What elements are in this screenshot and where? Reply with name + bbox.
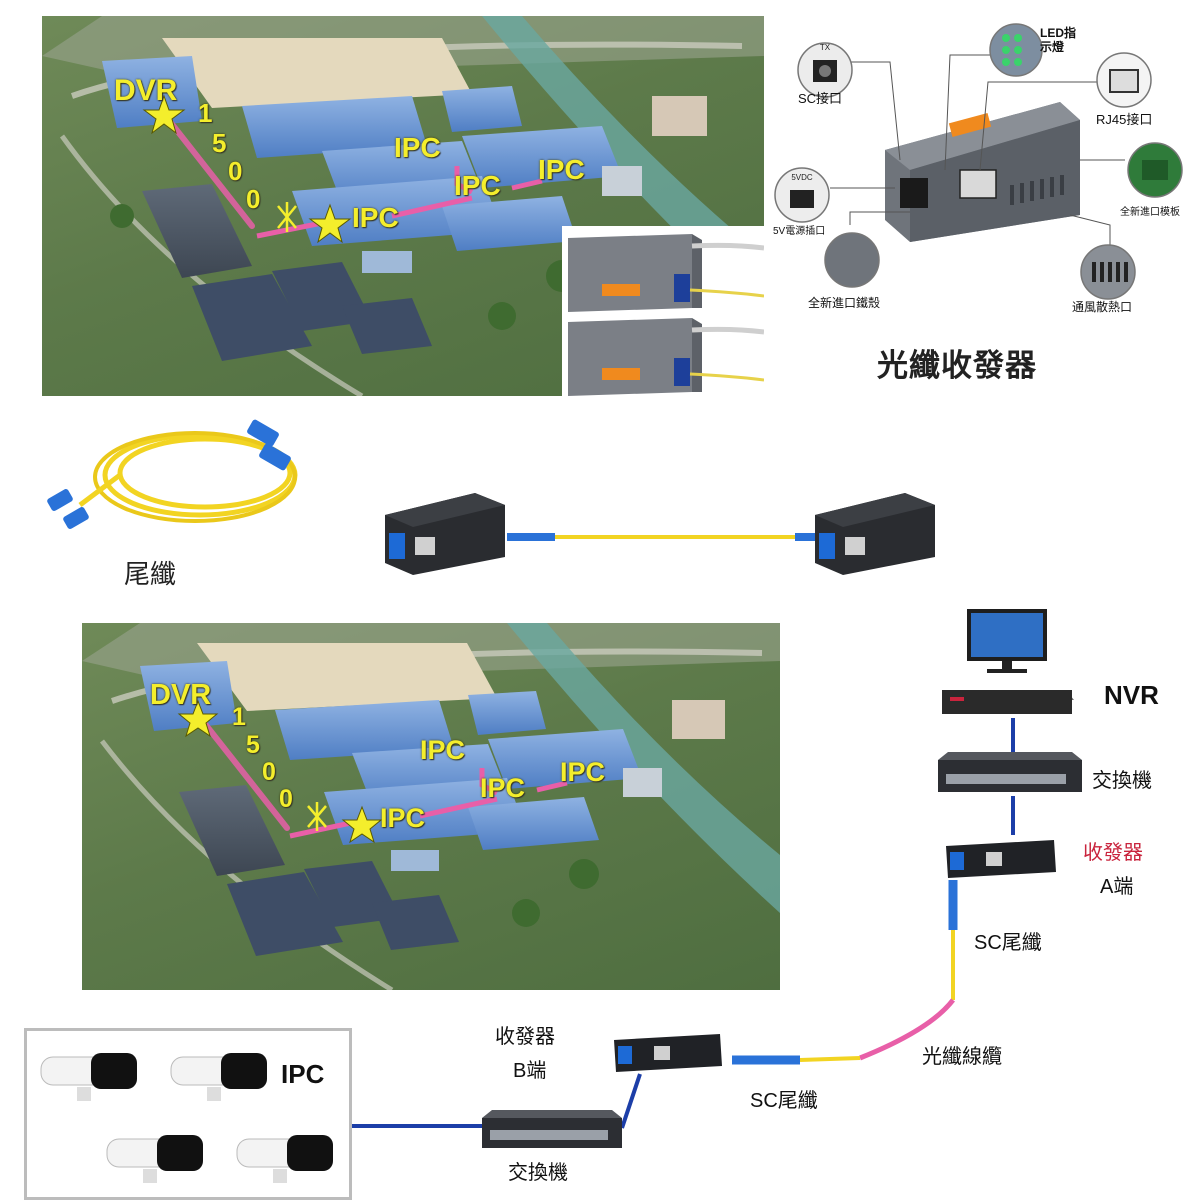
map-label-distance-0a: 0	[228, 156, 243, 186]
switch-bottom-label: 交換機	[508, 1162, 568, 1184]
map-label-ipc-1-bottom: IPC	[380, 803, 426, 833]
map-label-ipc-4-bottom: IPC	[560, 757, 606, 787]
camera-icon-2	[170, 1053, 267, 1101]
patch-cord-label: 尾纖	[124, 559, 177, 589]
transceiver-b-label-line1: 收發器	[495, 1026, 555, 1048]
switch-top-label: 交換機	[1092, 770, 1152, 792]
sc-pigtail-a-label: SC尾纖	[974, 932, 1042, 954]
map-label-distance-5: 5	[212, 128, 227, 158]
star-ipc	[308, 203, 352, 244]
aerial-map-top-graphic	[42, 16, 764, 396]
star-dvr-bottom	[177, 699, 219, 738]
star-dvr	[142, 94, 186, 135]
callout-led: LED指示燈	[1040, 26, 1077, 54]
callout-sc-port: SC接口	[798, 91, 843, 106]
map-label-ipc-2: IPC	[394, 132, 441, 163]
ipc-cameras-graphic	[40, 1053, 333, 1183]
transceiver-a-label-line1: 收發器	[1083, 842, 1143, 864]
map-label-distance-0b: 0	[246, 184, 261, 214]
callout-shell: 全新進口鐵殼	[808, 296, 881, 310]
sc-pigtail-b-label: SC尾纖	[750, 1090, 818, 1112]
transceiver-callout-graphic: TX 5VDC	[774, 23, 1183, 300]
callout-rj45: RJ45接口	[1096, 112, 1153, 127]
map-label-distance-1-bottom: 1	[232, 703, 246, 731]
product-title: 光纖收發器	[877, 348, 1037, 383]
camera-icon-1	[40, 1053, 137, 1101]
map-label-dvr: DVR	[114, 74, 178, 107]
map-label-distance-0b-bottom: 0	[279, 785, 293, 813]
callout-vent: 通風散熱口	[1072, 300, 1133, 314]
map-label-ipc-2-bottom: IPC	[420, 735, 466, 765]
map-label-distance-0a-bottom: 0	[262, 758, 276, 786]
nvr-label: NVR	[1104, 680, 1159, 710]
aerial-map-bottom-graphic	[82, 623, 780, 990]
callout-board: 全新進口模板	[1120, 207, 1180, 218]
transceiver-b-label-line2: B端	[513, 1060, 547, 1082]
ipc-camera-group: IPC	[24, 1028, 352, 1200]
fiber-cable-label: 光纖線纜	[922, 1046, 1002, 1068]
map-label-ipc-3-bottom: IPC	[480, 773, 526, 803]
aerial-map-bottom: DVR 1 5 0 0 IPC IPC IPC IPC	[82, 623, 780, 990]
map-label-dvr-bottom: DVR	[150, 679, 212, 711]
ipc-label: IPC	[281, 1059, 325, 1089]
callout-power: 5V電源插口	[773, 226, 826, 237]
camera-icon-3	[106, 1135, 203, 1183]
star-ipc-bottom	[341, 805, 383, 844]
map-label-ipc-1: IPC	[352, 202, 399, 233]
transceiver-pair-graphic	[385, 493, 935, 575]
transceiver-photo-inset	[562, 226, 765, 396]
patch-cord-graphic	[47, 419, 298, 529]
aerial-map-top: DVR 1 5 0 0 IPC IPC IPC IPC	[42, 16, 764, 396]
map-label-ipc-3: IPC	[454, 170, 501, 201]
map-label-distance-1: 1	[198, 98, 213, 128]
map-label-ipc-4: IPC	[538, 154, 585, 185]
tx-port-text: TX	[820, 43, 831, 52]
map-label-distance-5-bottom: 5	[246, 731, 260, 759]
transceiver-a-label-line2: A端	[1100, 876, 1134, 898]
camera-icon-4	[236, 1135, 333, 1183]
dc-port-text: 5VDC	[791, 173, 813, 182]
